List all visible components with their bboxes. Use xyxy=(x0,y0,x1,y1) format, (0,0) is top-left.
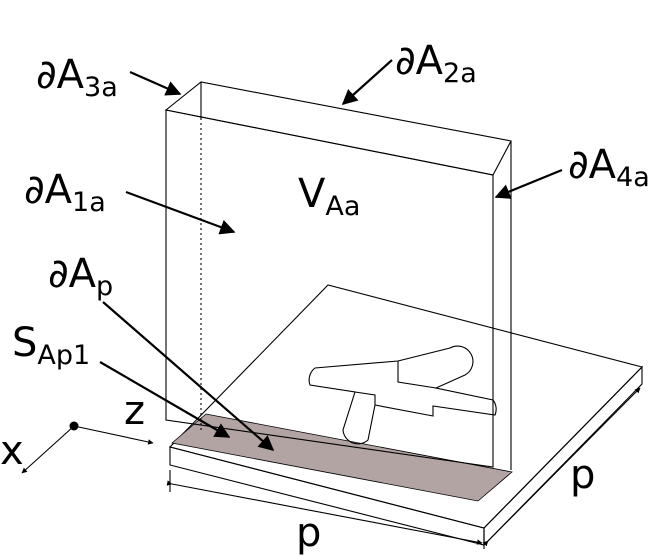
label-dA1a: ∂A1a xyxy=(24,167,106,218)
plate-side-face xyxy=(483,365,643,547)
cross-hole xyxy=(308,345,497,445)
dim-right-p xyxy=(482,387,641,547)
arrow-dA4a xyxy=(494,168,563,199)
box-top-face xyxy=(164,81,512,176)
cross-hole-inner-edge-right xyxy=(397,361,437,389)
base-plate xyxy=(168,284,644,547)
label-dA3a: ∂A3a xyxy=(36,52,118,103)
dimension-lines xyxy=(166,387,641,549)
coordinate-axes xyxy=(21,421,154,474)
label-axis-z: z xyxy=(124,388,145,434)
label-dA2a: ∂A2a xyxy=(395,38,477,89)
label-p-right: p xyxy=(570,452,595,498)
label-SAp1: SAp1 xyxy=(12,320,90,371)
arrow-dA3a xyxy=(129,70,182,96)
leader-arrows xyxy=(99,59,563,452)
label-axis-x: x xyxy=(0,428,24,474)
cross-hole-outline xyxy=(308,345,497,445)
arrow-SAp1 xyxy=(99,361,231,438)
plate-highlighted-strip xyxy=(171,413,513,502)
label-dA4a: ∂A4a xyxy=(568,142,650,193)
arrow-dA1a xyxy=(125,190,236,235)
label-dAp: ∂Ap xyxy=(48,251,113,302)
cross-hole-inner-edge-left xyxy=(354,391,376,405)
arrow-dA2a xyxy=(341,59,393,106)
box-front-face xyxy=(165,109,494,468)
arrow-dAp xyxy=(102,301,275,452)
label-VAa: VAa xyxy=(298,171,360,222)
dim-bottom-p xyxy=(166,480,483,545)
axis-x-arrow xyxy=(21,425,75,474)
volume-box xyxy=(164,81,512,470)
labels: ∂A3a ∂A2a ∂A4a ∂A1a VAa ∂Ap SAp1 z x p p xyxy=(0,38,650,556)
axis-z-arrow xyxy=(73,425,154,445)
label-p-bottom: p xyxy=(296,510,321,556)
